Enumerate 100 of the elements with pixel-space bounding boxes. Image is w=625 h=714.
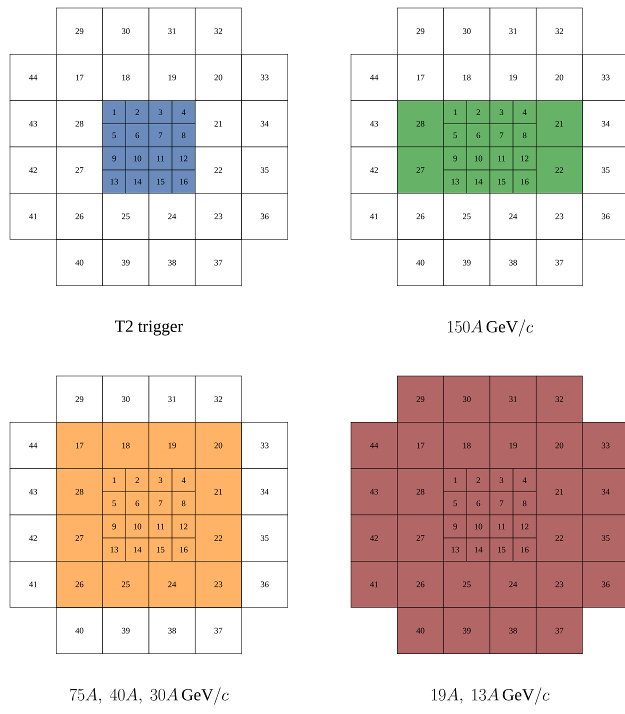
detector-cell: 36 xyxy=(241,560,288,608)
detector-cell: 34 xyxy=(582,468,625,516)
detector-cell: 8 xyxy=(172,124,196,148)
detector-cell: 20 xyxy=(194,422,242,469)
detector-cell: 3 xyxy=(148,468,172,492)
detector-cell: 11 xyxy=(490,146,514,170)
detector-cell: 37 xyxy=(536,607,583,654)
detector-cell: 12 xyxy=(172,146,196,170)
detector-cell: 25 xyxy=(102,192,150,240)
detector-cell: 20 xyxy=(194,54,242,101)
detector-cell: 7 xyxy=(490,124,514,148)
detector-cell: 7 xyxy=(490,492,514,516)
detector-cell: 6 xyxy=(126,124,150,148)
detector-cell: 11 xyxy=(490,514,514,538)
detector-cell: 7 xyxy=(148,492,172,516)
detector-cell: 31 xyxy=(490,376,536,423)
detector-cell: 10 xyxy=(466,514,490,538)
detector-cell: 5 xyxy=(102,124,126,148)
detector-cell: 9 xyxy=(443,514,467,538)
detector-cell: 15 xyxy=(490,538,514,562)
detector-cell: 34 xyxy=(582,100,625,148)
detector-cell: 3 xyxy=(490,468,514,492)
detector-cell: 13 xyxy=(102,538,126,562)
detector-cell: 14 xyxy=(126,170,150,194)
detector-cell: 42 xyxy=(10,146,57,194)
detector-cell: 32 xyxy=(194,8,242,55)
detector-cell: 12 xyxy=(512,514,536,538)
node-label: 34 xyxy=(602,488,610,495)
detector-cell: 17 xyxy=(56,422,103,469)
detector-cell: 4 xyxy=(172,468,196,492)
detector-cell: 12 xyxy=(172,514,196,538)
detector-cell: 12 xyxy=(512,146,536,170)
detector-cell: 30 xyxy=(102,8,150,55)
detector-cell: 35 xyxy=(241,514,288,562)
detector-cell: 24 xyxy=(490,192,536,240)
detector-cell: 30 xyxy=(443,8,490,55)
detector-cell: 43 xyxy=(350,468,398,516)
detector-cell: 26 xyxy=(397,192,444,240)
detector-cell: 10 xyxy=(126,146,150,170)
detector-cell: 25 xyxy=(443,192,490,240)
detector-cell: 14 xyxy=(126,538,150,562)
detector-cell: 40 xyxy=(397,607,444,654)
detector-cell: 2 xyxy=(466,468,490,492)
detector-cell: 39 xyxy=(443,239,490,286)
detector-cell: 33 xyxy=(241,54,288,101)
detector-cell: 2 xyxy=(126,468,150,492)
detector-cell: 4 xyxy=(172,100,196,124)
detector-cell: 18 xyxy=(443,54,490,101)
detector-cell: 10 xyxy=(126,514,150,538)
detector-cell: 6 xyxy=(466,492,490,516)
detector-cell: 13 xyxy=(443,170,467,194)
detector-cell: 20 xyxy=(536,422,583,469)
detector-cell: 32 xyxy=(536,376,583,423)
detector-cell: 34 xyxy=(241,100,288,148)
detector-cell: 8 xyxy=(512,124,536,148)
detector-cell: 38 xyxy=(490,607,536,654)
detector-cell: 7 xyxy=(148,124,172,148)
detector-cell: 15 xyxy=(148,170,172,194)
detector-cell: 39 xyxy=(102,607,150,654)
detector-cell: 8 xyxy=(512,492,536,516)
detector-cell: 26 xyxy=(56,192,103,240)
detector-cell: 31 xyxy=(148,8,196,55)
detector-cell: 19 xyxy=(148,54,196,101)
detector-cell: 41 xyxy=(10,192,57,240)
detector-cell: 15 xyxy=(148,538,172,562)
detector-cell: 40 xyxy=(56,607,103,654)
detector-cell: 29 xyxy=(397,8,444,55)
detector-cell: 18 xyxy=(102,54,150,101)
detector-cell: 29 xyxy=(397,376,444,423)
detector-cell: 6 xyxy=(466,124,490,148)
node-label: 36 xyxy=(602,581,610,588)
detector-cell: 22 xyxy=(194,146,242,194)
detector-cell: 4 xyxy=(512,100,536,124)
detector-cell: 44 xyxy=(350,422,398,469)
detector-cell: 27 xyxy=(56,146,103,194)
detector-cell: 1 xyxy=(443,100,467,124)
detector-cell: 23 xyxy=(194,560,242,608)
detector-cell: 11 xyxy=(148,514,172,538)
detector-cell: 41 xyxy=(350,192,398,240)
detector-cell: 38 xyxy=(148,239,196,286)
detector-cell: 36 xyxy=(241,192,288,240)
detector-cell: 8 xyxy=(172,492,196,516)
detector-cell: 23 xyxy=(536,192,583,240)
panel-caption: $19A,\ 13A\,\mathrm{GeV}/c$ xyxy=(432,687,550,705)
detector-cell: 33 xyxy=(582,54,625,101)
detector-cell: 35 xyxy=(582,514,625,562)
detector-cell: 11 xyxy=(148,146,172,170)
detector-cell: 16 xyxy=(172,538,196,562)
detector-cell: 26 xyxy=(397,560,444,608)
detector-cell: 26 xyxy=(56,560,103,608)
panel-caption: $150A\,\mathrm{GeV}/c$ xyxy=(448,319,534,337)
detector-cell: 32 xyxy=(536,8,583,55)
detector-cell: 6 xyxy=(126,492,150,516)
detector-cell: 37 xyxy=(194,607,242,654)
detector-cell: 37 xyxy=(536,239,583,286)
detector-cell: 1 xyxy=(102,468,126,492)
detector-cell: 35 xyxy=(241,146,288,194)
detector-cell: 16 xyxy=(172,170,196,194)
detector-cell: 38 xyxy=(490,239,536,286)
detector-cell: 24 xyxy=(148,192,196,240)
